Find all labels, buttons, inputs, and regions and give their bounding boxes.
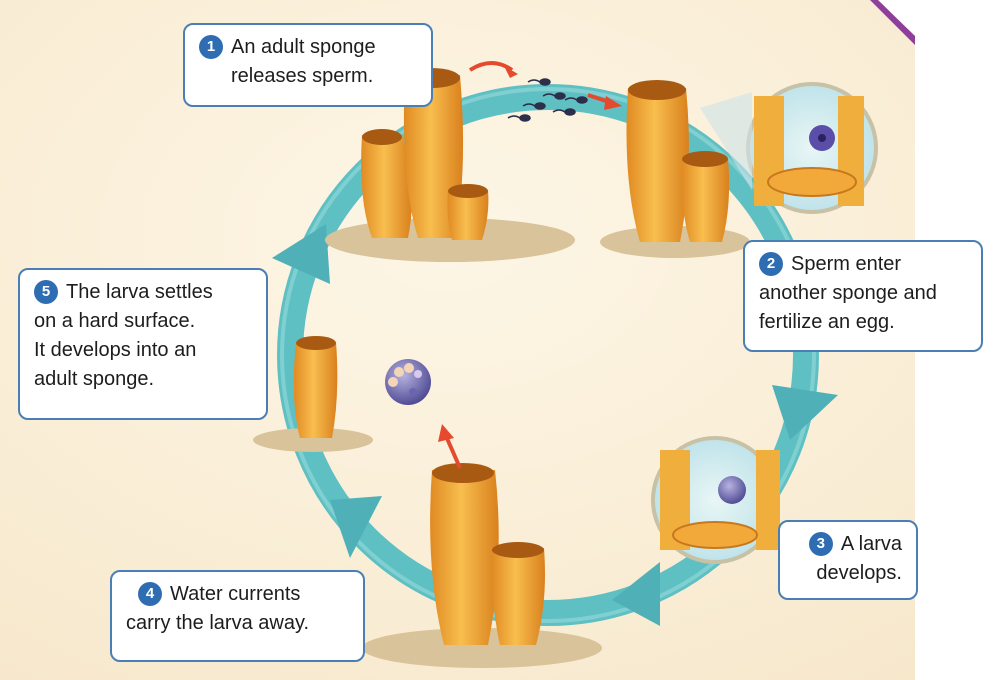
enter-arrowhead [604,96,622,110]
step-2-text-line: another sponge and [759,282,937,304]
rock-base [253,428,373,452]
step-5-text-line: adult sponge. [34,368,155,390]
cycle-ring-highlight [280,87,816,623]
step-1-text-line: releases sperm. [231,65,374,87]
release-arrow [468,61,514,72]
step-3-text-line: develops. [816,562,902,584]
corner-accent-fill [878,0,915,36]
larva-swim-arrowhead [438,424,454,442]
magnified-egg-view [700,82,878,214]
sperm-cells [507,78,588,122]
step-1-text-line: An adult sponge [231,36,376,58]
cycle-arrowhead [612,562,660,626]
step-number-badge: 4 [138,582,162,606]
step-number-badge: 3 [808,532,833,556]
magnified-larva-view [651,436,780,564]
cycle-arrowhead [772,385,838,440]
step-1-callout: 1 An adult sponge releases sperm. [183,23,433,107]
free-swimming-larva [385,359,431,405]
step-number-badge: 2 [759,252,783,276]
step-2-text-line: fertilize an egg. [759,311,895,333]
young-sponge-settled [293,336,338,438]
step-5-text-line: on a hard surface. [34,310,196,332]
adult-sponge-group-releasing [361,68,489,240]
step-number-badge: 1 [199,35,223,59]
step-5-text-line: It develops into an [34,339,197,361]
adult-sponge-pair-receiving [626,80,730,242]
larva-swim-arrow [444,435,462,469]
rock-base [362,628,602,668]
cycle-arrowhead [272,224,330,284]
step-4-text-line: carry the larva away. [126,612,310,634]
cycle-arrowhead [330,496,382,558]
step-number-badge: 5 [34,280,58,304]
cycle-ring [277,84,819,626]
adult-sponge-pair-bottom [430,463,545,645]
release-arrowhead [504,66,518,78]
